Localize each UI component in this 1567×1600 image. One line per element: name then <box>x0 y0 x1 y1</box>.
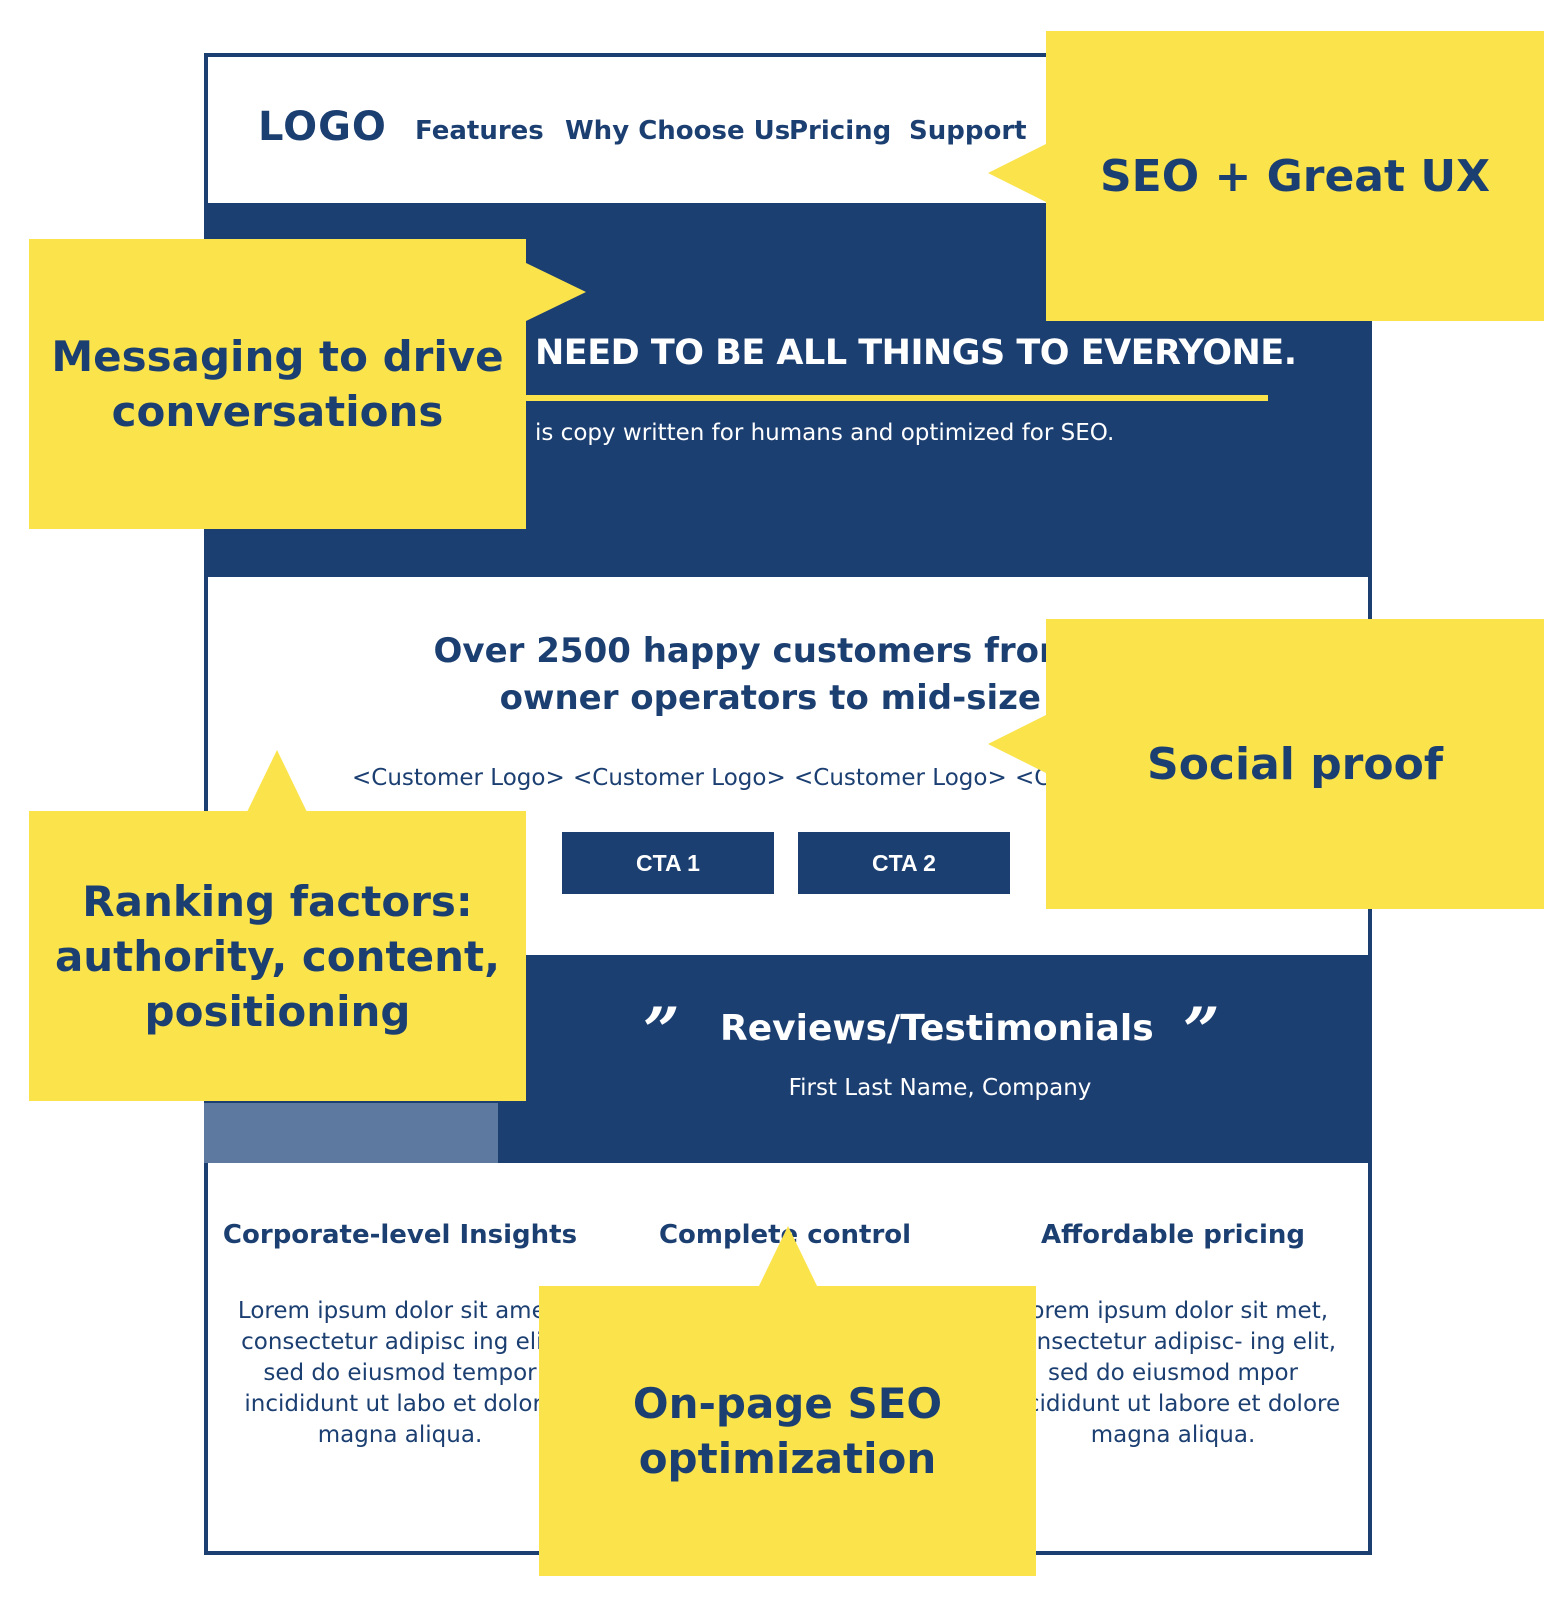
callout-messaging: Messaging to drive conversations <box>29 239 526 529</box>
social-proof-headline-line2: owner operators to mid-size oper <box>499 678 1141 718</box>
cta-2-button[interactable]: CTA 2 <box>798 832 1010 894</box>
customer-logo-3: <Customer Logo> <box>794 765 1007 791</box>
nav-link-features[interactable]: Features <box>415 116 544 146</box>
callout-onpage-seo: On-page SEO optimization <box>539 1286 1036 1576</box>
close-quote-icon: ” <box>1183 994 1220 1069</box>
callout-social-proof: Social proof <box>1046 619 1544 909</box>
social-proof-headline-line1: Over 2500 happy customers from ind <box>433 631 1147 671</box>
callout-ranking-line3: positioning <box>144 986 411 1036</box>
callout-arrow <box>988 714 1048 774</box>
callout-arrow <box>758 1226 818 1288</box>
nav-link-pricing[interactable]: Pricing <box>789 116 892 146</box>
feature-body-insights: Lorem ipsum dolor sit amet, consectetur … <box>237 1298 563 1448</box>
hero-underline <box>520 395 1268 401</box>
callout-messaging-line2: conversations <box>111 387 444 436</box>
feature-title-insights: Corporate-level Insights <box>222 1220 578 1250</box>
review-attribution: First Last Name, Company <box>788 1075 1092 1101</box>
hero-headline: NEED TO BE ALL THINGS TO EVERYONE. <box>535 333 1297 373</box>
site-logo[interactable]: LOGO <box>258 104 387 150</box>
callout-onpage-line1: On-page SEO <box>632 1379 943 1428</box>
callout-onpage-line2: optimization <box>638 1434 937 1483</box>
callout-arrow <box>247 750 307 812</box>
nav-link-support[interactable]: Support <box>909 116 1027 146</box>
callout-messaging-line1: Messaging to drive <box>51 332 504 381</box>
reviews-title: Reviews/Testimonials <box>720 1008 1154 1049</box>
callout-social-proof-text: Social proof <box>1147 738 1443 790</box>
callout-ranking-factors: Ranking factors: authority, content, pos… <box>29 811 526 1101</box>
customer-logo-1: <Customer Logo> <box>352 765 565 791</box>
hero-subtext: is copy written for humans and optimized… <box>535 420 1115 446</box>
nav-link-why-choose-us[interactable]: Why Choose Us <box>565 116 791 146</box>
cta-1-button[interactable]: CTA 1 <box>562 832 774 894</box>
callout-arrow <box>524 262 586 322</box>
callout-seo-ux-text: SEO + Great UX <box>1099 150 1490 202</box>
open-quote-icon: ” <box>643 994 680 1069</box>
social-proof-headline: Over 2500 happy customers from ind owner… <box>320 628 1260 722</box>
callout-ranking-line2: authority, content, <box>54 931 501 981</box>
callout-seo-ux: SEO + Great UX <box>1046 31 1544 321</box>
reviews-accent-block <box>204 1103 498 1163</box>
customer-logo-2: <Customer Logo> <box>573 765 786 791</box>
feature-body-pricing: Lorem ipsum dolor sit met, consectetur a… <box>1005 1298 1341 1448</box>
callout-arrow <box>988 143 1048 203</box>
feature-title-pricing: Affordable pricing <box>1040 1220 1306 1250</box>
callout-ranking-line1: Ranking factors: <box>82 876 473 926</box>
